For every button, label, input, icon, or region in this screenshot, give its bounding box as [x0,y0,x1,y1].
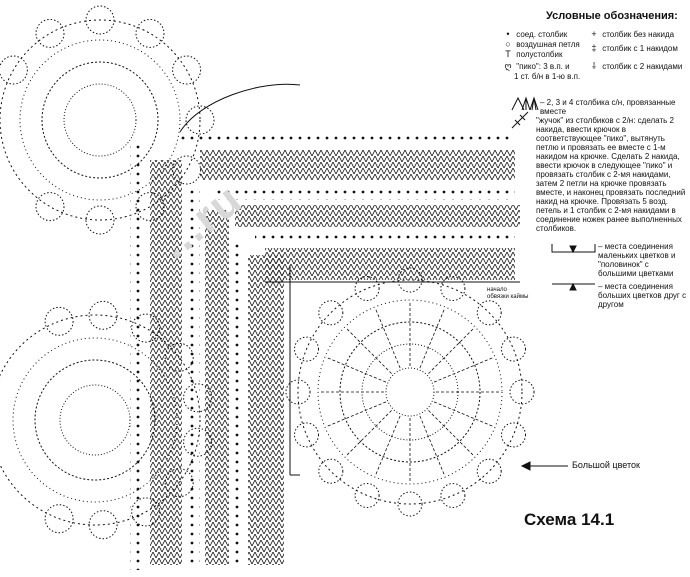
petal-scallop [85,205,115,235]
flower-spoke [433,401,494,427]
petal-scallop [294,336,319,362]
flower-spoke [428,410,474,456]
legend-item-chain: ○ воздушная петля [502,39,579,50]
petal-scallop [354,483,380,508]
legend-join-small: – места соединения маленьких цветков и "… [598,242,676,278]
legend-item-picot-cont: 1 ст. б/н в 1-ю в.п. [514,72,581,81]
big-flower-arrow [520,461,568,471]
big-flower-label: Большой цветок [572,460,640,470]
flower-spoke [419,308,445,369]
petal-scallop [501,336,526,362]
petal-scallop [501,422,526,448]
dc-icon: ‡ [591,43,597,53]
legend-item-picot: ღ "пико": 3 в.п. и [502,61,569,72]
join-big-icon [552,282,595,291]
petal-scallop [135,18,165,48]
puff-icon [511,111,529,129]
dot-icon: • [506,29,510,39]
flower-spoke [428,328,474,374]
legend-cluster: – 2, 3 и 4 столбика с/н, провязанные вме… [540,98,676,116]
flower-spoke [326,357,387,383]
petal-scallop [35,192,65,222]
petal-scallop [440,483,466,508]
big-flower-petals [285,267,535,517]
picot-icon: ღ [504,61,512,71]
flower-spoke [375,308,401,369]
legend-puff: "жучок" из столбиков с 2/н: сделать 2 на… [536,116,686,233]
flower-top-left-petals [0,5,215,235]
petal-scallop [35,18,65,48]
flower-spoke [346,410,392,456]
flower-spoke [326,401,387,427]
legend-item-slip-stitch: • соед. столбик [502,29,567,40]
flower-spoke [419,415,445,476]
petal-scallop [88,510,118,540]
petal-scallop [0,55,28,85]
legend-item-half-dc: T полустолбик [502,49,562,60]
petal-scallop [44,306,74,336]
big-flower-spokes [320,302,500,482]
petal-scallop [131,497,161,527]
legend-item-dc: ‡ столбик с 1 накидом [588,43,677,54]
petal-scallop [172,55,202,85]
tr-icon: ⸸ [591,61,597,71]
flower-top-left [0,19,201,221]
petal-scallop [88,300,118,330]
legend-item-tr: ⸸ столбик с 2 накидами [588,61,682,72]
cross-icon: + [591,29,597,39]
border-rows-horizontal [180,132,520,280]
petal-scallop [85,5,115,35]
legend-title: Условные обозначения: [546,10,678,22]
oval-icon: ○ [505,39,511,49]
schema-title: Схема 14.1 [524,510,615,529]
border-rows-vertical [130,140,284,570]
flower-spoke [346,328,392,374]
petal-scallop [476,458,502,484]
petal-scallop [509,379,535,405]
petal-scallop [285,379,311,405]
flower-spoke [375,415,401,476]
join-small-icon [551,244,596,254]
petal-scallop [476,300,502,326]
legend-item-sc: + столбик без накида [588,29,674,40]
petal-scallop [397,491,423,517]
t-icon: T [505,49,511,59]
legend-join-big: – места соединения больших цветков друг … [598,282,687,309]
flower-spoke [433,357,494,383]
start-label: начало обвязки каймы [487,287,529,300]
petal-scallop [354,276,380,301]
petal-scallop [318,458,344,484]
connection-lines [179,83,520,476]
petal-scallop [318,300,344,326]
petal-scallop [294,422,319,448]
petal-scallop [44,504,74,534]
cluster-icons [511,96,539,111]
